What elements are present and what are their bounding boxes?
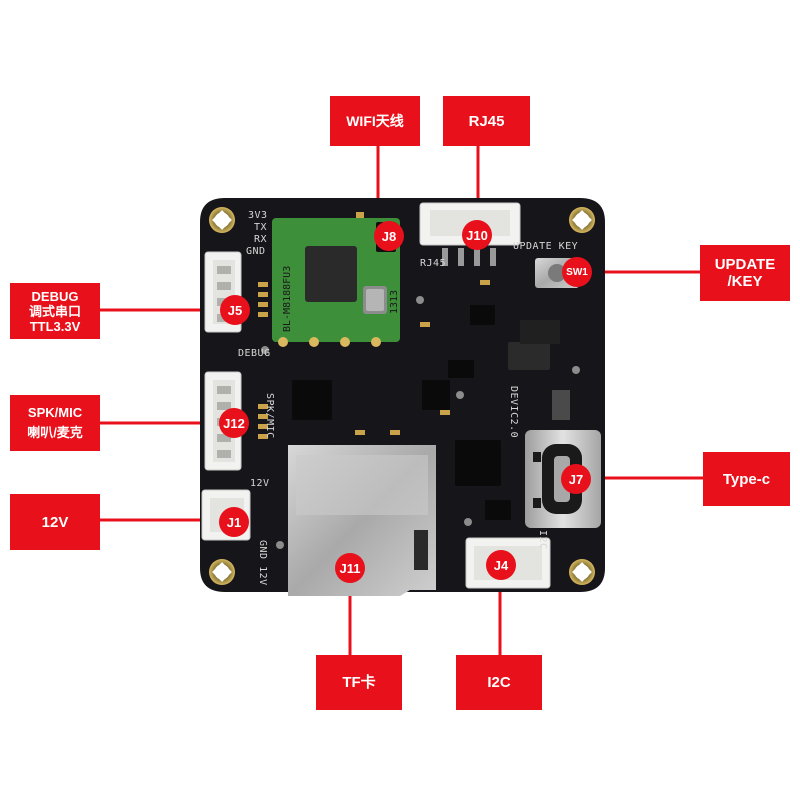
callout-i2c: I2C	[456, 655, 542, 710]
callout-tf-card: TF卡	[316, 655, 402, 710]
silk-update-key: UPDATE KEY	[513, 241, 579, 252]
silk-3v3: 3V3	[248, 210, 268, 221]
j11-tf-card-slot	[288, 445, 436, 596]
marker-j8: J8	[374, 221, 404, 251]
marker-j7: J7	[561, 464, 591, 494]
marker-j5: J5	[220, 295, 250, 325]
silk-debug: DEBUG	[238, 348, 271, 359]
silk-gnd: GND	[246, 246, 266, 257]
module-code: 1313	[389, 289, 400, 314]
callout-debug-text: DEBUG 调式串口 TTL3.3V	[28, 288, 81, 334]
callout-spk-mic-text: SPK/MIC 喇叭/麦克	[27, 405, 83, 440]
wifi-module	[272, 218, 400, 347]
callout-update-key: UPDATE /KEY	[700, 245, 790, 301]
silk-12v: 12V	[250, 478, 270, 489]
marker-j10: J10	[462, 220, 492, 250]
passive-components	[258, 212, 490, 439]
marker-j1: J1	[219, 507, 249, 537]
callout-spk-mic: SPK/MIC 喇叭/麦克	[10, 395, 100, 451]
test-pads	[261, 296, 580, 549]
callout-type-c: Type-c	[703, 452, 790, 506]
silk-rx: RX	[254, 234, 268, 245]
marker-j12: J12	[219, 408, 249, 438]
silk-i2c: I2C	[537, 530, 548, 550]
board-components	[292, 305, 570, 520]
callout-update-key-text: UPDATE /KEY	[714, 256, 776, 290]
marker-j11: J11	[335, 553, 365, 583]
silk-gnd-12v: GND 12V	[257, 540, 268, 586]
module-part-number: BL-M8188FU3	[282, 265, 293, 332]
silk-spk-mic: SPK/MIC	[264, 393, 275, 439]
silk-tx: TX	[254, 222, 268, 233]
callout-debug: DEBUG 调式串口 TTL3.3V	[10, 283, 100, 339]
callout-wifi-antenna: WIFI天线	[330, 96, 420, 146]
silk-rj45: RJ45	[420, 258, 447, 269]
marker-j4: J4	[486, 550, 516, 580]
callout-rj45: RJ45	[443, 96, 530, 146]
silk-device-version: DEVIC2.0	[508, 386, 519, 439]
leader-lines	[100, 140, 703, 658]
callout-12v: 12V	[10, 494, 100, 550]
marker-sw1: SW1	[562, 257, 592, 287]
